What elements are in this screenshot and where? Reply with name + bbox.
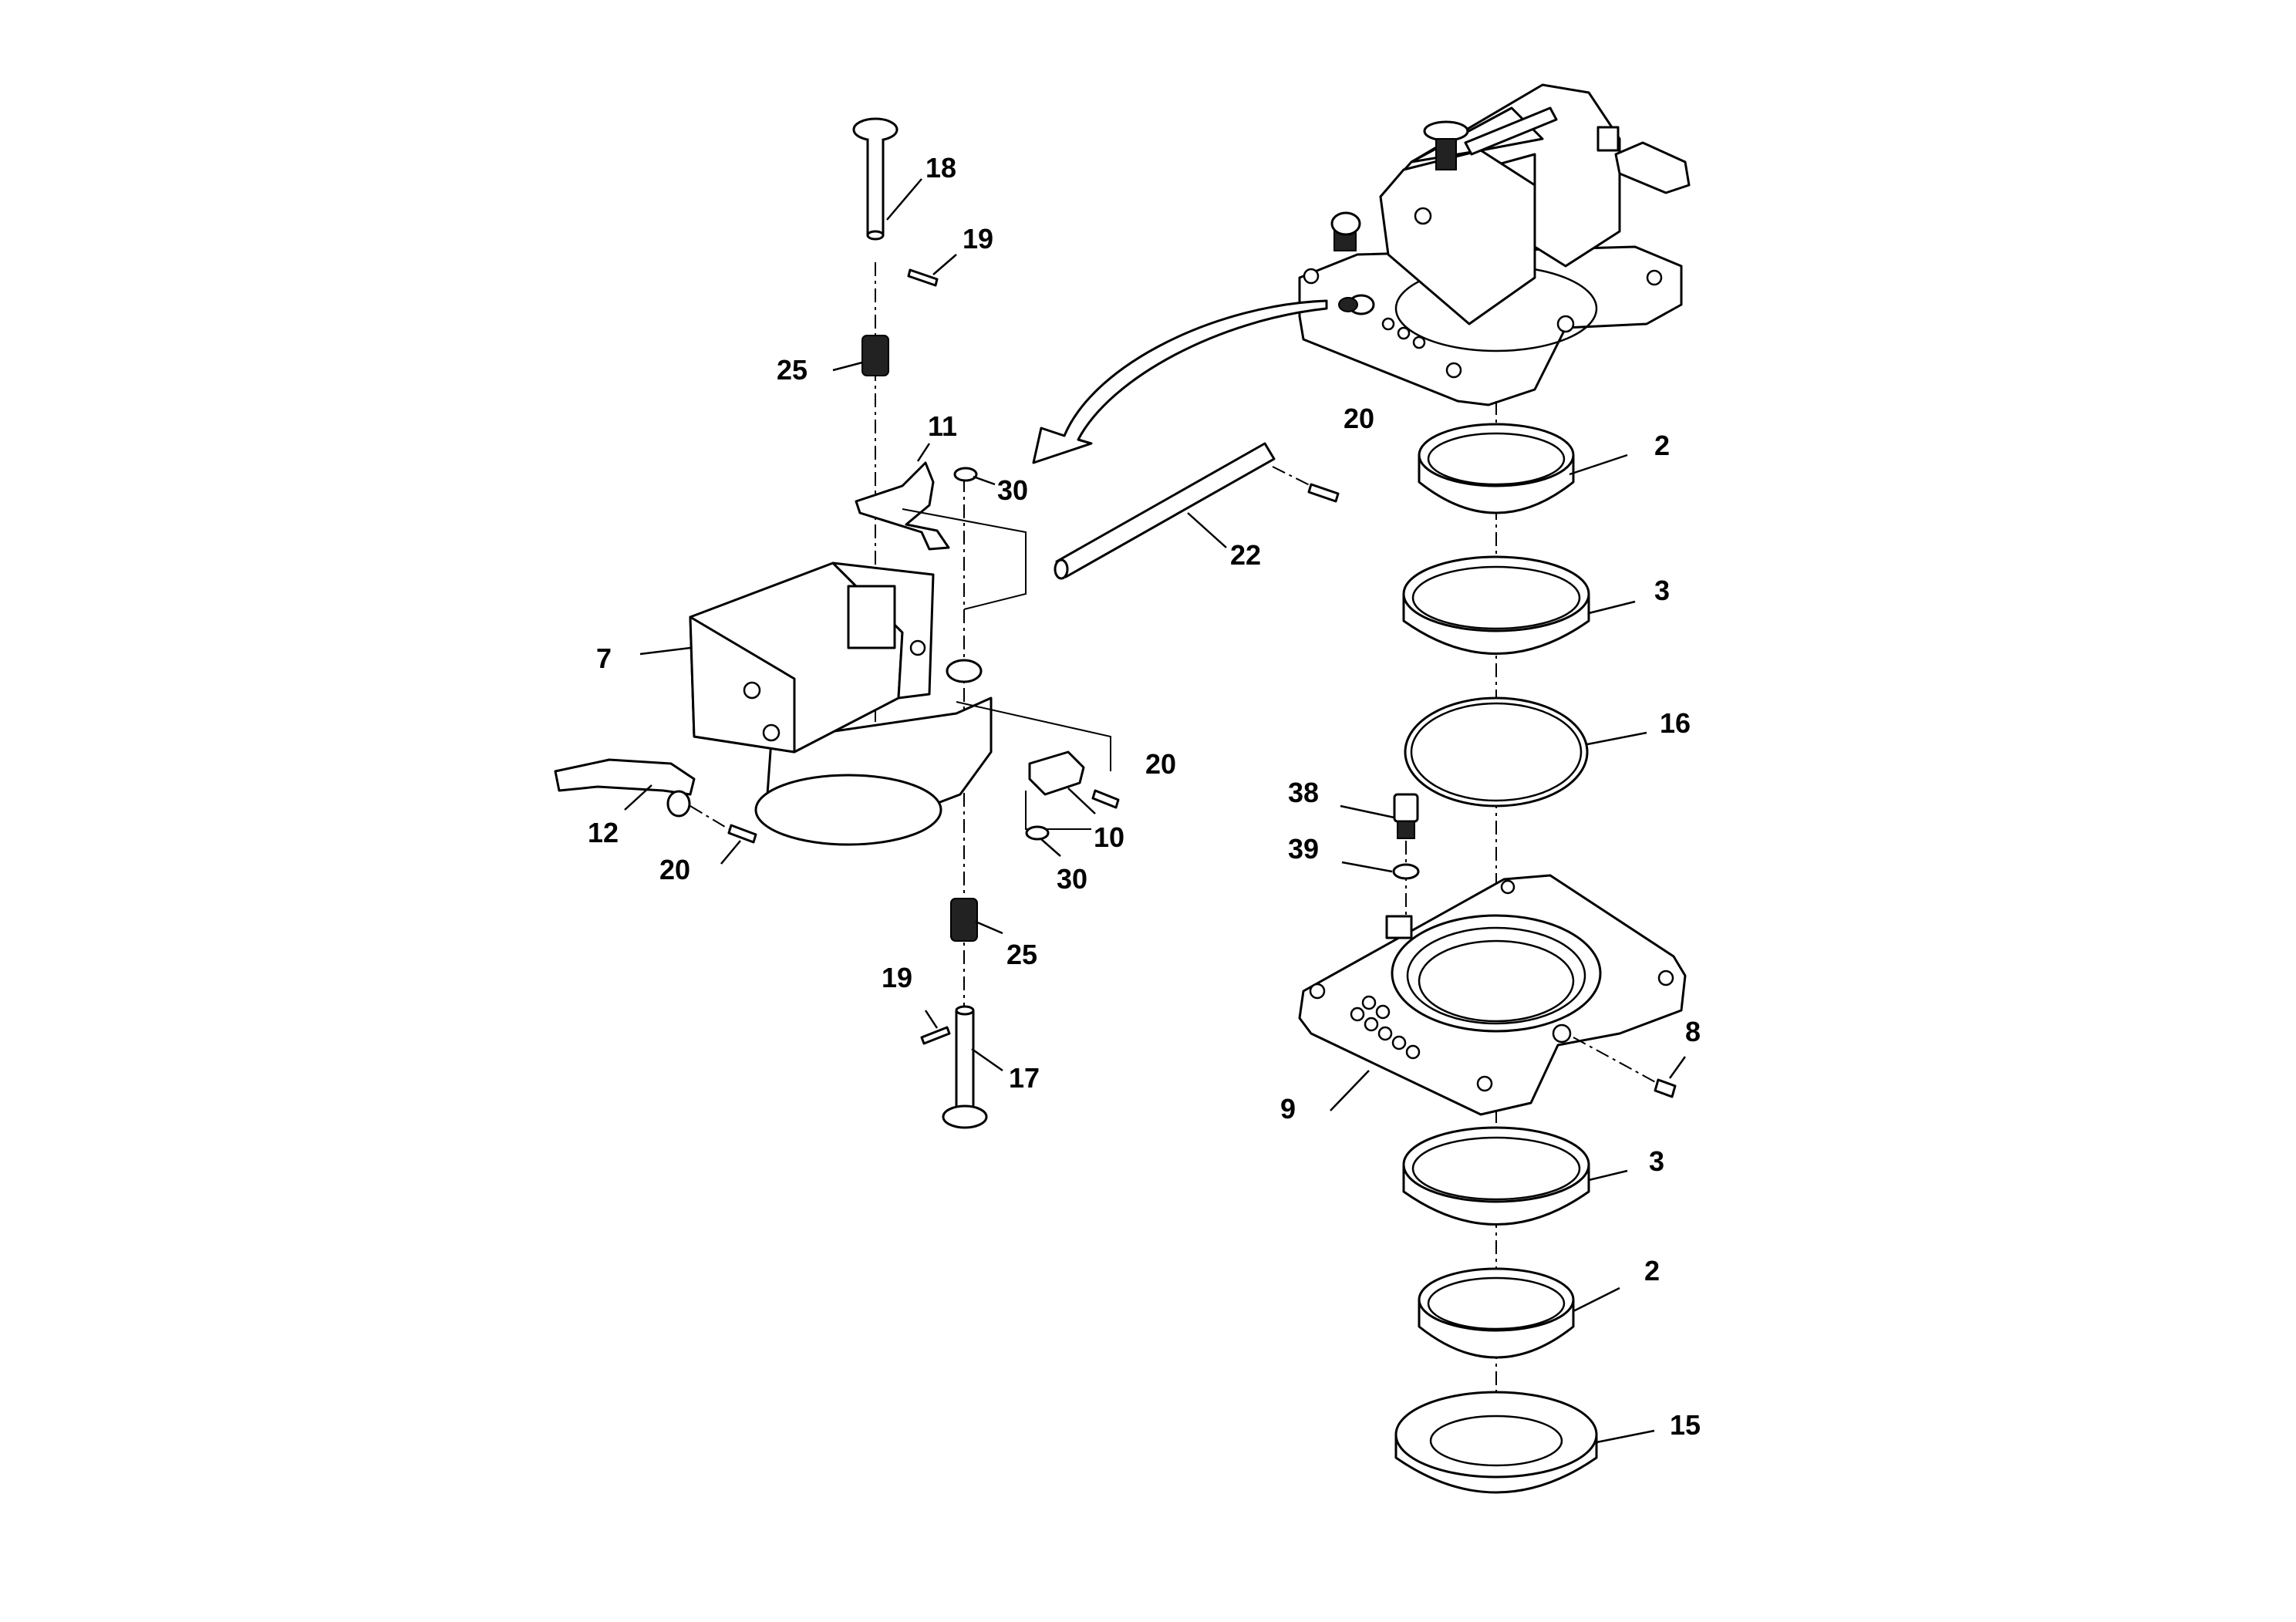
lever-12 <box>554 758 696 796</box>
seal-ring-3-lower <box>1402 1126 1590 1226</box>
pin-20-lower-left <box>727 824 757 844</box>
label-3-lower: 3 <box>1649 1145 1664 1177</box>
cotter-19-lower <box>920 1026 951 1045</box>
bearing-ring-2-lower <box>1418 1267 1575 1359</box>
label-15: 15 <box>1670 1409 1701 1441</box>
assembled-unit <box>1298 83 1691 406</box>
lock-nut-15 <box>1394 1391 1598 1494</box>
label-2-upper: 2 <box>1654 430 1670 461</box>
spring-25-upper <box>861 335 889 376</box>
shaft-22 <box>1054 442 1276 580</box>
label-25-lower: 25 <box>1006 939 1037 970</box>
label-2-lower: 2 <box>1644 1255 1660 1286</box>
label-20-lower-left: 20 <box>659 854 690 885</box>
label-20-top: 20 <box>1344 403 1374 434</box>
part-labels: 18 19 25 11 30 20 22 7 12 20 10 20 30 25… <box>588 152 1701 1441</box>
washer-39 <box>1392 863 1420 880</box>
label-22: 22 <box>1230 539 1261 571</box>
label-10: 10 <box>1094 821 1124 853</box>
bolt-38 <box>1393 793 1419 933</box>
pin-18 <box>852 117 899 241</box>
washer-30-upper <box>953 467 978 482</box>
label-9: 9 <box>1280 1093 1296 1125</box>
label-8: 8 <box>1685 1016 1701 1047</box>
label-16: 16 <box>1660 707 1691 739</box>
o-ring-16 <box>1404 696 1589 808</box>
pin-17 <box>942 1005 988 1129</box>
clevis-10 <box>1025 750 1091 830</box>
pin-20-right <box>1091 789 1120 809</box>
bearing-ring-2-upper <box>1418 423 1575 514</box>
label-25-upper: 25 <box>777 354 807 386</box>
spring-25-lower <box>950 898 978 942</box>
label-7: 7 <box>596 642 612 674</box>
label-19-upper: 19 <box>963 223 993 255</box>
label-30-lower: 30 <box>1057 863 1087 895</box>
pin-20-top <box>1307 483 1340 503</box>
label-3-upper: 3 <box>1654 575 1670 606</box>
label-12: 12 <box>588 817 619 848</box>
grease-nipple-8 <box>1573 1037 1677 1098</box>
label-20-right: 20 <box>1145 748 1176 780</box>
label-18: 18 <box>925 152 956 184</box>
label-19-lower: 19 <box>882 962 912 993</box>
leader-lines <box>624 178 1687 1444</box>
orientation-arrow <box>1032 299 1328 464</box>
seal-ring-3-upper <box>1402 555 1590 655</box>
label-11: 11 <box>928 410 957 442</box>
label-17: 17 <box>1009 1062 1040 1094</box>
housing-9 <box>1298 874 1687 1116</box>
label-39: 39 <box>1288 833 1319 865</box>
label-30-upper: 30 <box>997 474 1028 506</box>
cotter-19-upper <box>907 268 939 287</box>
label-38: 38 <box>1288 777 1319 808</box>
washer-30-lower <box>1025 825 1050 841</box>
bracket-7 <box>689 561 993 846</box>
plate-11 <box>855 461 950 551</box>
